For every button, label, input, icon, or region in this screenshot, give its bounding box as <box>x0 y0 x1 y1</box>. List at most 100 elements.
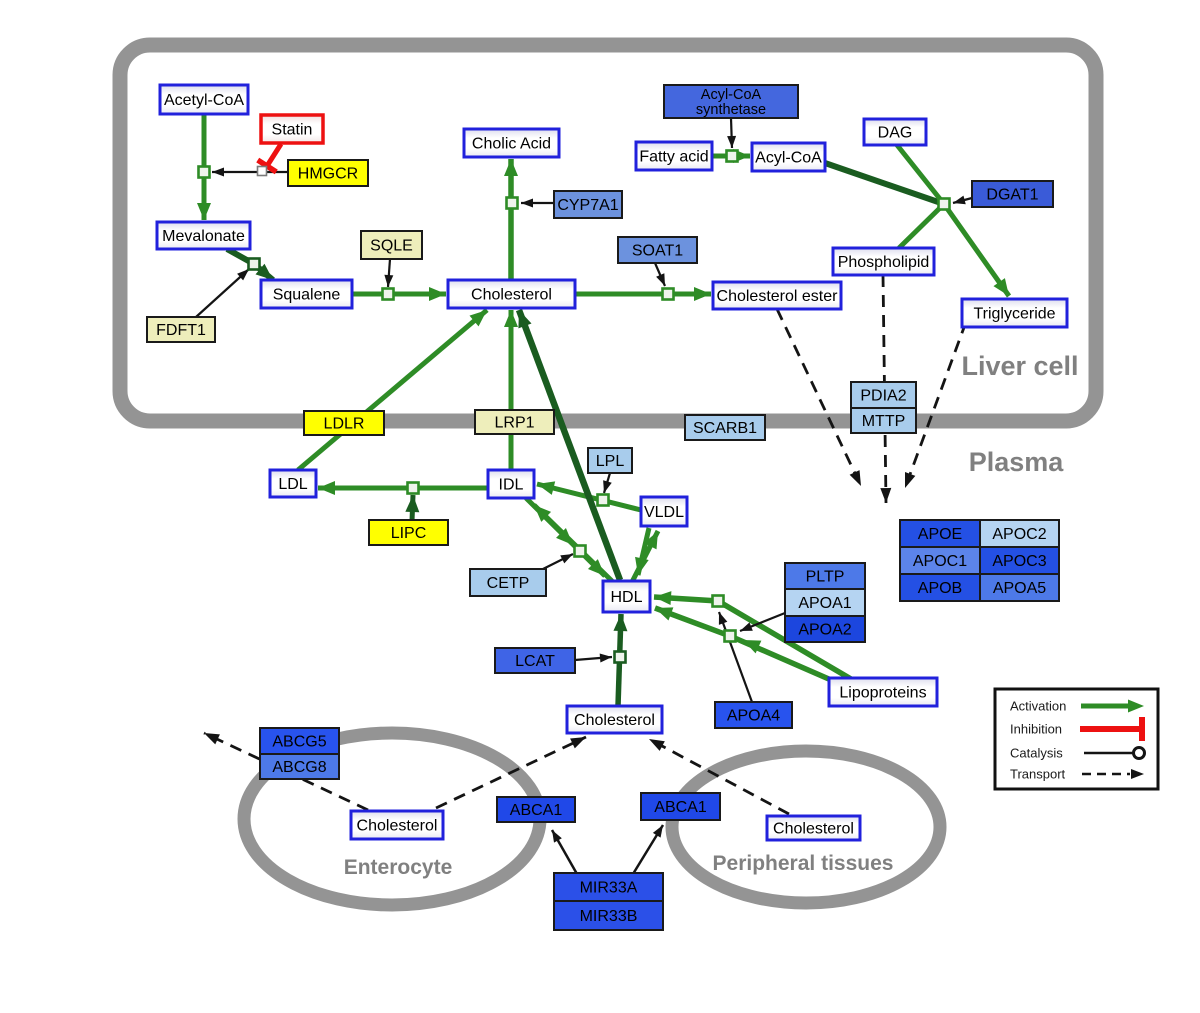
edge-cholesterol-efflux-abca1-right <box>648 737 790 816</box>
node-cholesterol-liver[interactable]: Cholesterol <box>446 278 577 310</box>
node-idl[interactable]: IDL <box>486 468 536 500</box>
node-lipc[interactable]: LIPC <box>368 519 449 546</box>
container-liver-cell <box>112 37 1104 429</box>
edge-mir33-to-abca1-left <box>550 829 579 875</box>
edge-dgat1-junction-to-triglyceride <box>941 202 1012 298</box>
node-ldlr[interactable]: LDLR <box>303 410 385 436</box>
node-pdia2[interactable]: PDIA2 <box>850 381 917 409</box>
edge-cyp7a1-catalysis <box>521 198 554 208</box>
anchor-point <box>381 287 395 301</box>
node-acyl-coa[interactable]: Acyl-CoA <box>750 141 827 173</box>
legend-symbol-transport <box>1082 769 1144 779</box>
edge-idl-to-ldl <box>318 481 488 495</box>
legend-symbol-inhibition <box>1080 717 1145 741</box>
node-cyp7a1[interactable]: CYP7A1 <box>553 190 623 219</box>
node-vldl[interactable]: VLDL <box>639 495 689 528</box>
node-fatty-acid[interactable]: Fatty acid <box>634 140 714 172</box>
node-abcg5[interactable]: ABCG5 <box>259 727 340 755</box>
node-label-acetyl-coa: Acetyl-CoA <box>164 92 244 109</box>
edge-triglyceride-secretion <box>903 321 968 489</box>
node-apoa4[interactable]: APOA4 <box>714 701 793 729</box>
node-label-mir33a: MIR33A <box>580 880 638 897</box>
edge-apoa4-catalysis <box>717 611 754 703</box>
edge-cetp-catalysis <box>540 553 574 571</box>
node-sqle[interactable]: SQLE <box>360 230 423 260</box>
node-apoa5[interactable]: APOA5 <box>979 573 1060 602</box>
node-apoa2[interactable]: APOA2 <box>784 615 866 643</box>
node-cholesterol-ester[interactable]: Cholesterol ester <box>711 280 843 311</box>
node-label-lcat: LCAT <box>515 653 555 670</box>
node-label-apoc1: APOC1 <box>913 553 967 570</box>
node-abcg8[interactable]: ABCG8 <box>259 753 340 780</box>
node-label-apoc3: APOC3 <box>992 553 1046 570</box>
node-mttp[interactable]: MTTP <box>850 407 917 434</box>
anchor-point <box>505 196 519 210</box>
node-hdl[interactable]: HDL <box>601 579 652 614</box>
node-mevalonate[interactable]: Mevalonate <box>155 220 252 251</box>
node-cholesterol-peripheral[interactable]: Cholesterol <box>765 814 862 842</box>
peripheral-tissues-label: Peripheral tissues <box>713 852 894 875</box>
node-label-cetp: CETP <box>487 575 530 592</box>
anchor-point <box>197 165 211 179</box>
node-label-apoa5: APOA5 <box>993 580 1046 597</box>
node-phospholipid[interactable]: Phospholipid <box>831 246 936 277</box>
node-label-hdl: HDL <box>610 589 642 606</box>
edge-dag-to-dgat1-junction <box>895 143 946 206</box>
edge-sqle-catalysis <box>384 258 394 288</box>
node-abca1-left[interactable]: ABCA1 <box>496 796 576 823</box>
node-apoc2[interactable]: APOC2 <box>979 519 1060 548</box>
edge-mir33-to-abca1-right <box>631 824 665 875</box>
anchor-point <box>661 287 675 301</box>
edge-vldl-to-hdl <box>635 527 652 576</box>
node-ldl[interactable]: LDL <box>268 468 318 499</box>
node-triglyceride[interactable]: Triglyceride <box>960 297 1069 329</box>
edge-lipc-to-anchor <box>405 494 420 522</box>
node-cholic-acid[interactable]: Cholic Acid <box>462 127 561 159</box>
node-dag[interactable]: DAG <box>862 117 928 147</box>
node-cholesterol-plasma[interactable]: Cholesterol <box>565 704 664 735</box>
node-abca1-right[interactable]: ABCA1 <box>640 792 721 821</box>
enterocyte-label: Enterocyte <box>344 856 453 879</box>
node-lipoproteins[interactable]: Lipoproteins <box>827 676 939 708</box>
node-label-cyp7a1: CYP7A1 <box>557 197 618 214</box>
node-pltp[interactable]: PLTP <box>784 562 866 590</box>
node-label-soat1: SOAT1 <box>632 243 683 260</box>
node-acetyl-coa[interactable]: Acetyl-CoA <box>158 83 250 116</box>
node-label-mir33b: MIR33B <box>580 908 638 925</box>
edge-apoa1-complex-catalysis <box>739 611 786 633</box>
node-fdft1[interactable]: FDFT1 <box>146 316 216 343</box>
node-soat1[interactable]: SOAT1 <box>617 236 698 264</box>
node-mir33a[interactable]: MIR33A <box>553 872 664 902</box>
edge-dgat1-junction-to-phospholipid <box>897 202 946 250</box>
node-cholesterol-enterocyte[interactable]: Cholesterol <box>349 809 445 841</box>
node-label-abcg5: ABCG5 <box>272 734 326 751</box>
node-lrp1[interactable]: LRP1 <box>474 409 555 435</box>
node-statin[interactable]: Statin <box>259 113 325 145</box>
node-label-scarb1: SCARB1 <box>693 420 757 437</box>
node-apoc3[interactable]: APOC3 <box>979 546 1060 575</box>
node-apoe[interactable]: APOE <box>899 519 981 548</box>
node-apoc1[interactable]: APOC1 <box>899 546 981 575</box>
node-hmgcr[interactable]: HMGCR <box>287 159 369 187</box>
node-dgat1[interactable]: DGAT1 <box>971 180 1054 208</box>
edge-cholesterol-to-cholesterolester <box>575 287 711 301</box>
node-lpl[interactable]: LPL <box>587 447 633 474</box>
node-label-phospholipid: Phospholipid <box>838 254 930 271</box>
node-mir33b[interactable]: MIR33B <box>553 900 664 931</box>
node-lcat[interactable]: LCAT <box>494 647 576 674</box>
plasma-label: Plasma <box>969 447 1065 477</box>
edge-lcat-catalysis <box>574 653 613 663</box>
legend-symbol-activation <box>1081 699 1144 713</box>
node-squalene[interactable]: Squalene <box>259 278 354 310</box>
edge-hdl-to-cholesterol-liver <box>515 308 624 582</box>
node-scarb1[interactable]: SCARB1 <box>684 414 766 441</box>
node-apoa1[interactable]: APOA1 <box>784 588 866 617</box>
node-label-dag: DAG <box>878 125 913 142</box>
node-cetp[interactable]: CETP <box>469 568 547 597</box>
node-apob[interactable]: APOB <box>899 573 981 602</box>
node-label-cholesterol-ester: Cholesterol ester <box>717 288 839 305</box>
edge-phospholipid-secretion <box>880 274 892 504</box>
